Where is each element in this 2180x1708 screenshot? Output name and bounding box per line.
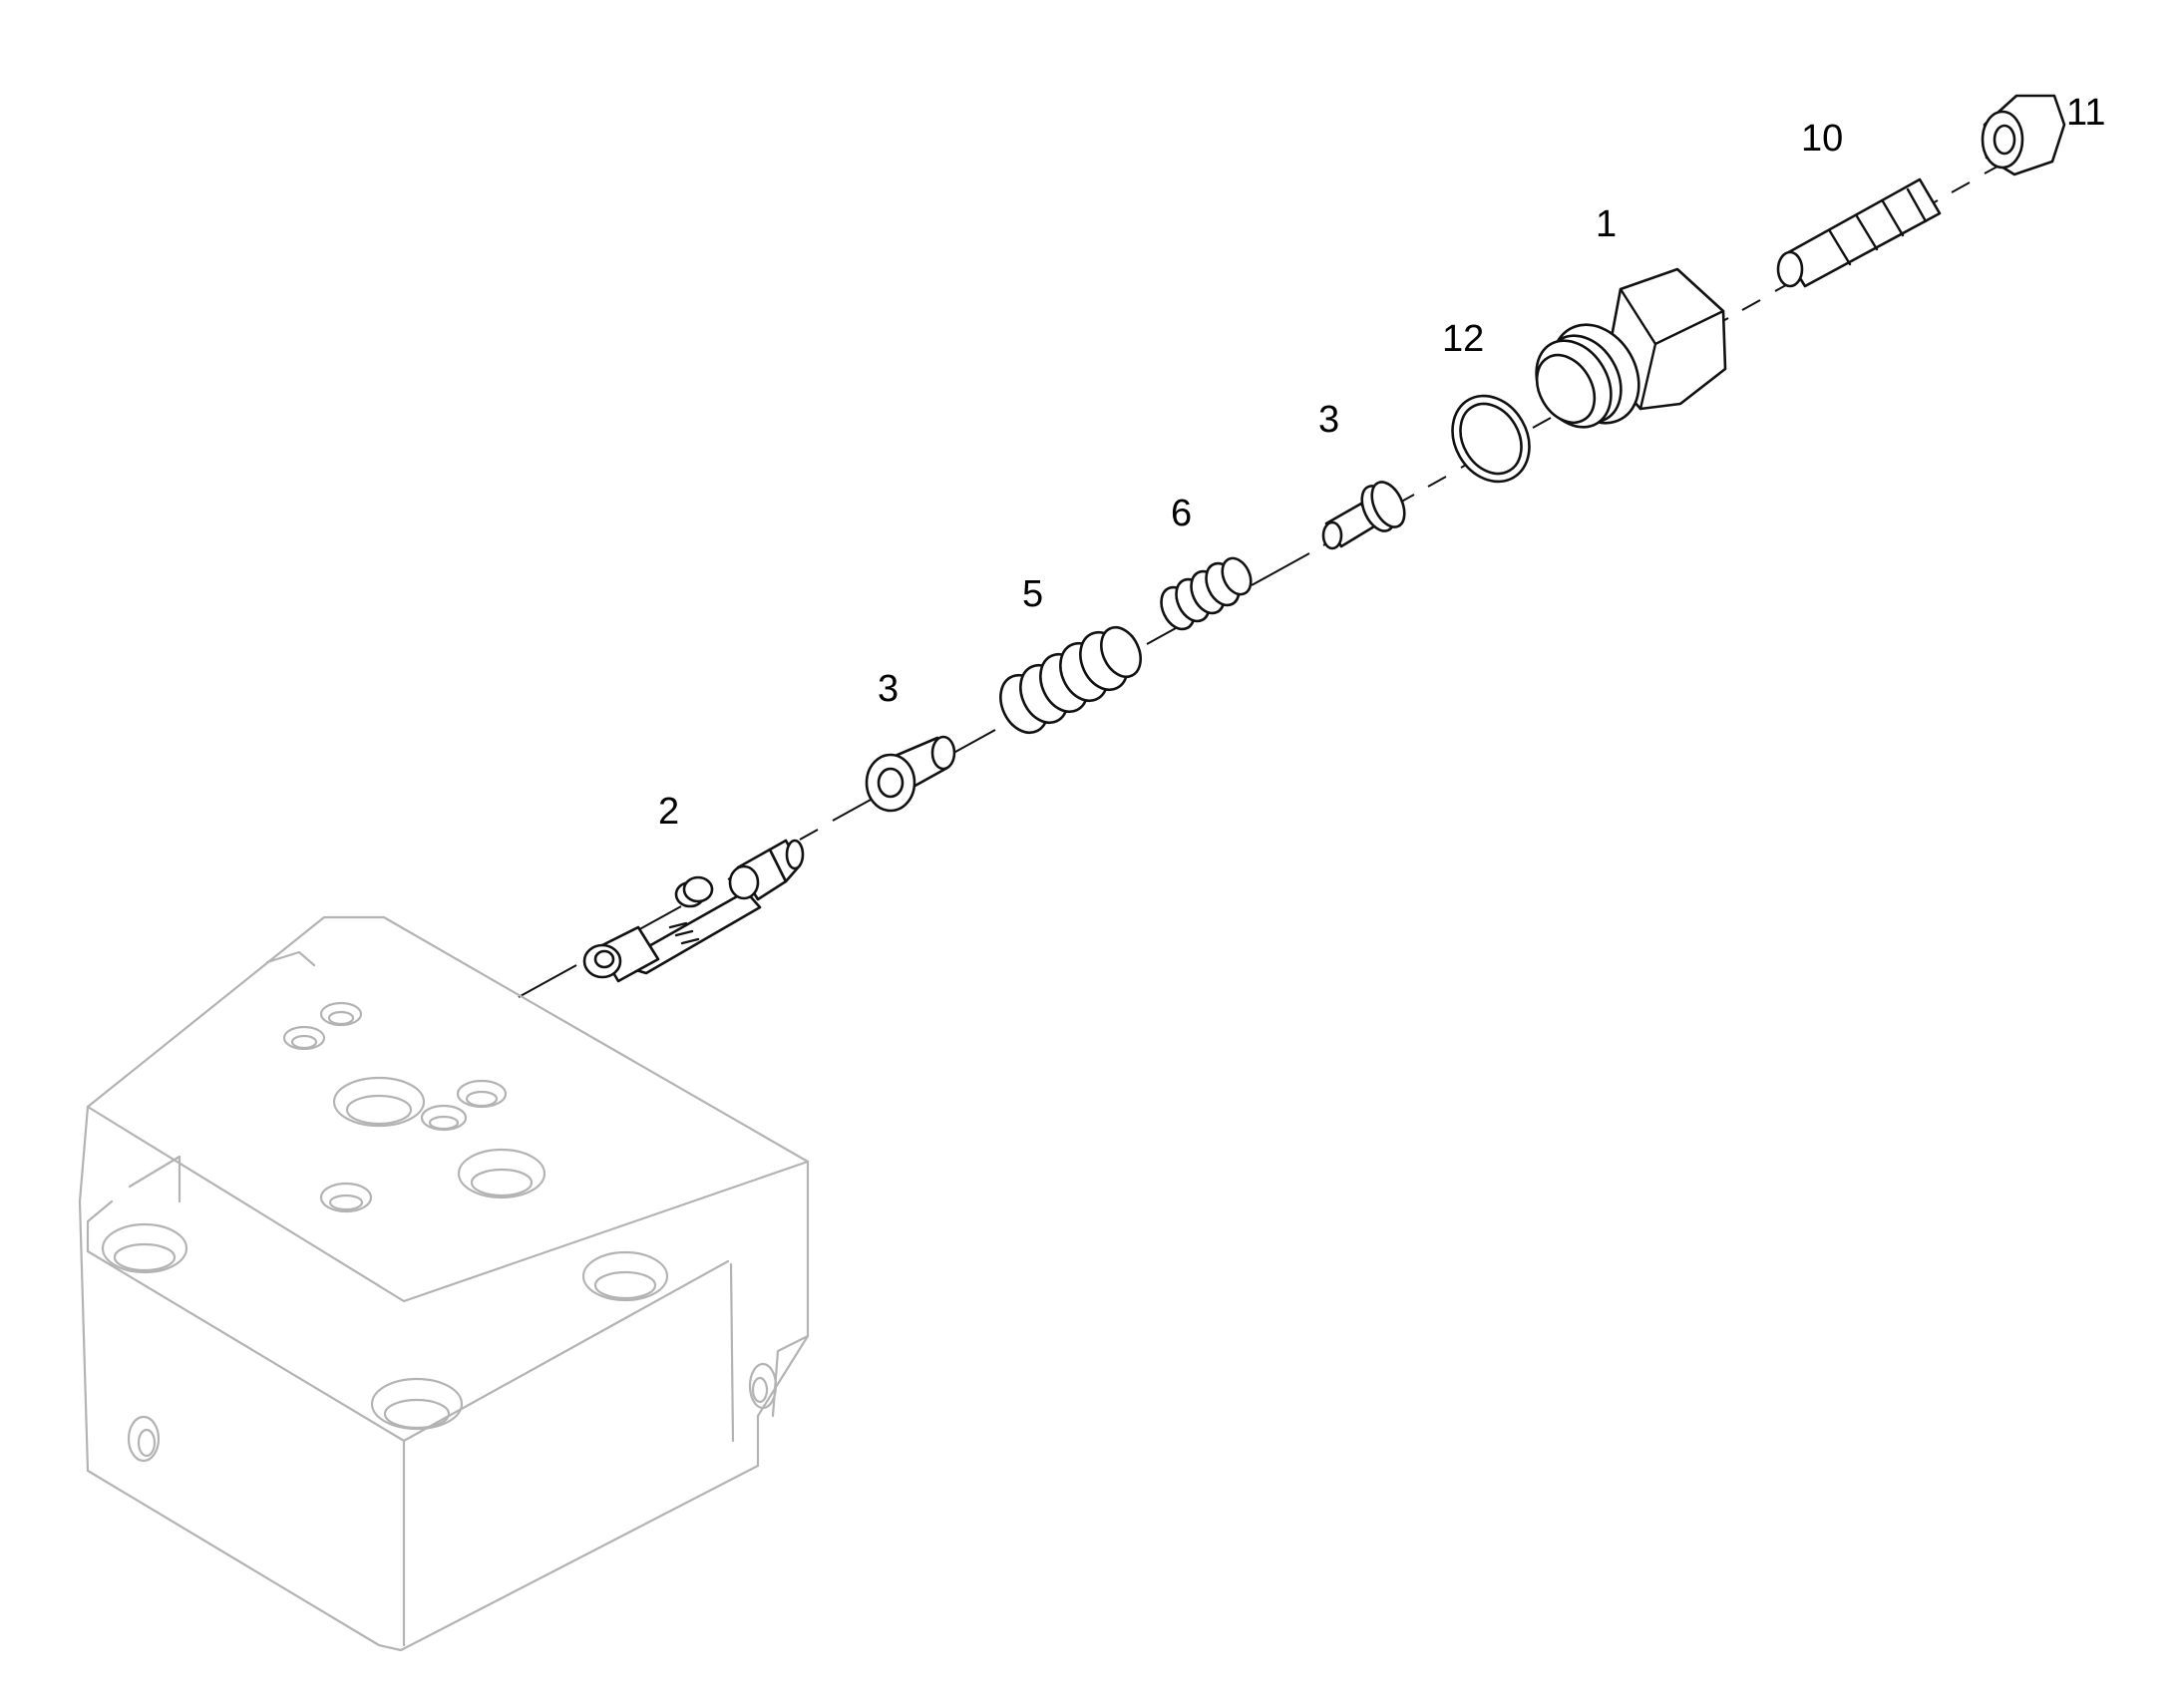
callout-part-6: 6: [1171, 493, 1192, 534]
callout-part-11: 11: [2066, 92, 2105, 134]
callout-part-10: 10: [1801, 118, 1843, 160]
part-1-threaded-plug: [1535, 267, 1727, 429]
part-2-spool: [582, 839, 805, 983]
callout-part-12: 12: [1442, 318, 1484, 360]
callout-part-3-upper: 3: [1318, 399, 1339, 441]
callout-part-5: 5: [1022, 573, 1043, 615]
part-5-large-spring: [999, 625, 1142, 735]
part-10-adjusting-screw: [1776, 177, 1942, 288]
valve-body-housing: [78, 915, 810, 1652]
part-6-small-spring: [1160, 556, 1253, 631]
callout-part-3-lower: 3: [878, 668, 899, 710]
part-3-spring-seat-lower: [865, 735, 956, 813]
callout-part-1: 1: [1596, 203, 1617, 245]
callout-part-2: 2: [658, 791, 679, 833]
part-12-o-ring: [1451, 394, 1531, 484]
part-3-spring-seat-upper: [1321, 481, 1406, 550]
part-11-lock-nut: [1981, 94, 2066, 176]
